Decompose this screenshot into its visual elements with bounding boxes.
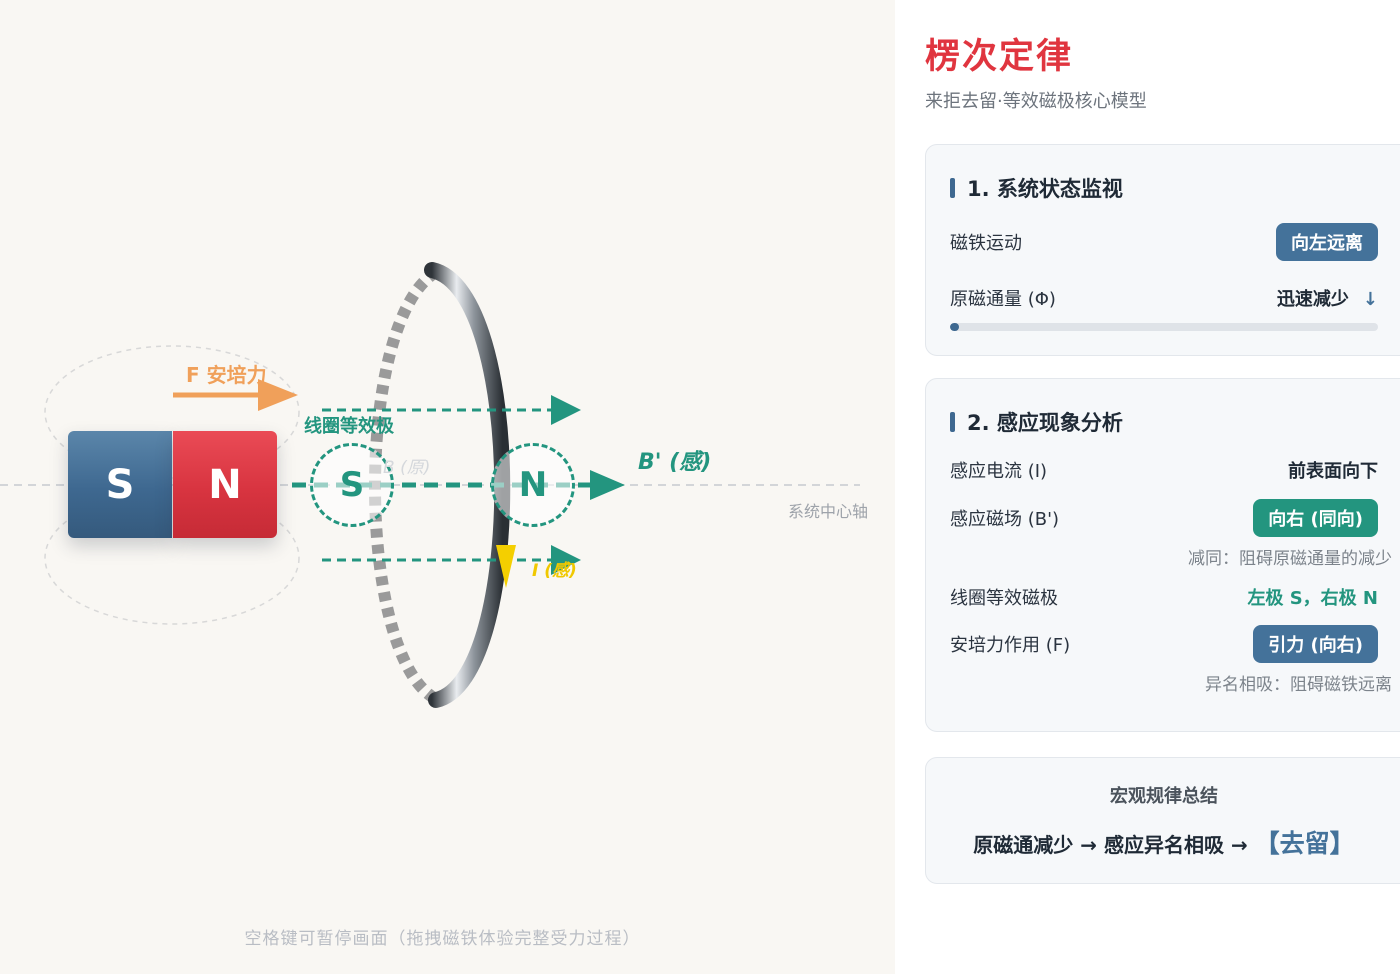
current-value: 前表面向下 xyxy=(1288,461,1378,482)
induced-field-note: 减同：阻碍原磁通量的减少 xyxy=(1188,549,1392,569)
magnet-n-label: N xyxy=(208,461,242,508)
current-row: 感应电流 (I) 前表面向下 xyxy=(950,457,1378,483)
stage-hint: 空格键可暂停画面（拖拽磁铁体验完整受力过程） xyxy=(244,929,641,949)
equiv-pole-row: 线圈等效磁极 左极 S，右极 N xyxy=(950,584,1378,610)
induced-field-badge: 向右 (同向) xyxy=(1253,499,1378,537)
induction-analysis-heading: 2. 感应现象分析 xyxy=(950,407,1123,437)
info-panel: 楞次定律 来拒去留·等效磁极核心模型 1. 系统状态监视 磁铁运动 向左远离 原… xyxy=(895,0,1400,974)
motion-badge: 向左远离 xyxy=(1276,223,1378,261)
coil-pole-right-label: N xyxy=(518,465,548,505)
magnet-south-pole[interactable]: S xyxy=(68,431,172,538)
summary-rule: 原磁通减少 → 感应异名相吸 → 【去留】 xyxy=(926,824,1400,860)
flux-progress-bar xyxy=(950,323,1378,331)
coil-equiv-pole-right: N xyxy=(491,443,575,527)
induced-field-label: B' (感) xyxy=(638,450,712,475)
force-key: 安培力作用 (F) xyxy=(950,635,1071,656)
induction-analysis-heading-text: 2. 感应现象分析 xyxy=(967,411,1123,435)
flux-value-group: 迅速减少 ↓ xyxy=(1277,285,1378,311)
force-arrow-head xyxy=(258,379,298,411)
flux-key: 原磁通量 (Φ) xyxy=(950,289,1056,310)
page-subtitle: 来拒去留·等效磁极核心模型 xyxy=(925,91,1147,112)
axis-label: 系统中心轴 xyxy=(788,502,869,521)
coil-pole-left-label: S xyxy=(339,465,365,505)
arrow-down-icon: ↓ xyxy=(1362,289,1378,310)
motion-row: 磁铁运动 向左远离 xyxy=(950,223,1378,261)
summary-card: 宏观规律总结 原磁通减少 → 感应异名相吸 → 【去留】 xyxy=(925,757,1400,884)
induction-analysis-card: 2. 感应现象分析 感应电流 (I) 前表面向下 感应磁场 (B') 向右 (同… xyxy=(925,378,1400,732)
flux-progress-fill xyxy=(950,323,959,331)
field-loop-top xyxy=(44,345,300,479)
induced-field-key: 感应磁场 (B') xyxy=(950,509,1060,530)
state-monitor-heading: 1. 系统状态监视 xyxy=(950,173,1123,203)
equiv-pole-value: 左极 S，右极 N xyxy=(1247,588,1378,609)
magnet-north-pole[interactable]: N xyxy=(173,431,277,538)
motion-key: 磁铁运动 xyxy=(950,233,1022,254)
force-note: 异名相吸：阻碍磁铁远离 xyxy=(1205,675,1392,695)
induced-current-label: I (感) xyxy=(532,561,577,581)
simulation-stage[interactable]: S N S N F 安培力 线圈等效极 B (原) B' (感) I (感) 系… xyxy=(0,0,895,974)
summary-title: 宏观规律总结 xyxy=(1110,786,1218,807)
original-field-label: B (原) xyxy=(383,458,431,478)
flux-row: 原磁通量 (Φ) 迅速减少 ↓ xyxy=(950,285,1378,311)
force-label: F 安培力 xyxy=(186,363,267,387)
coil-equiv-pole-left: S xyxy=(310,443,394,527)
state-monitor-heading-text: 1. 系统状态监视 xyxy=(967,177,1123,201)
equiv-pole-label: 线圈等效极 xyxy=(304,416,394,437)
field-loop-bottom xyxy=(44,491,300,625)
force-row: 安培力作用 (F) 引力 (向右) xyxy=(950,625,1378,663)
current-key: 感应电流 (I) xyxy=(950,461,1048,482)
current-arrow xyxy=(496,545,516,588)
induced-field-row: 感应磁场 (B') 向右 (同向) xyxy=(950,499,1378,537)
heading-bar-icon xyxy=(950,178,955,198)
flux-value: 迅速减少 xyxy=(1276,289,1349,310)
magnet-s-label: S xyxy=(105,461,135,508)
page-title: 楞次定律 xyxy=(925,37,1074,77)
summary-rule-emphasis: 【去留】 xyxy=(1254,829,1355,858)
state-monitor-card: 1. 系统状态监视 磁铁运动 向左远离 原磁通量 (Φ) 迅速减少 ↓ xyxy=(925,144,1400,356)
heading-bar-icon xyxy=(950,412,955,432)
force-badge: 引力 (向右) xyxy=(1253,625,1378,663)
summary-rule-text: 原磁通减少 → 感应异名相吸 → xyxy=(973,833,1255,857)
induced-field-arrowhead xyxy=(590,470,625,500)
equiv-pole-key: 线圈等效磁极 xyxy=(950,588,1058,609)
